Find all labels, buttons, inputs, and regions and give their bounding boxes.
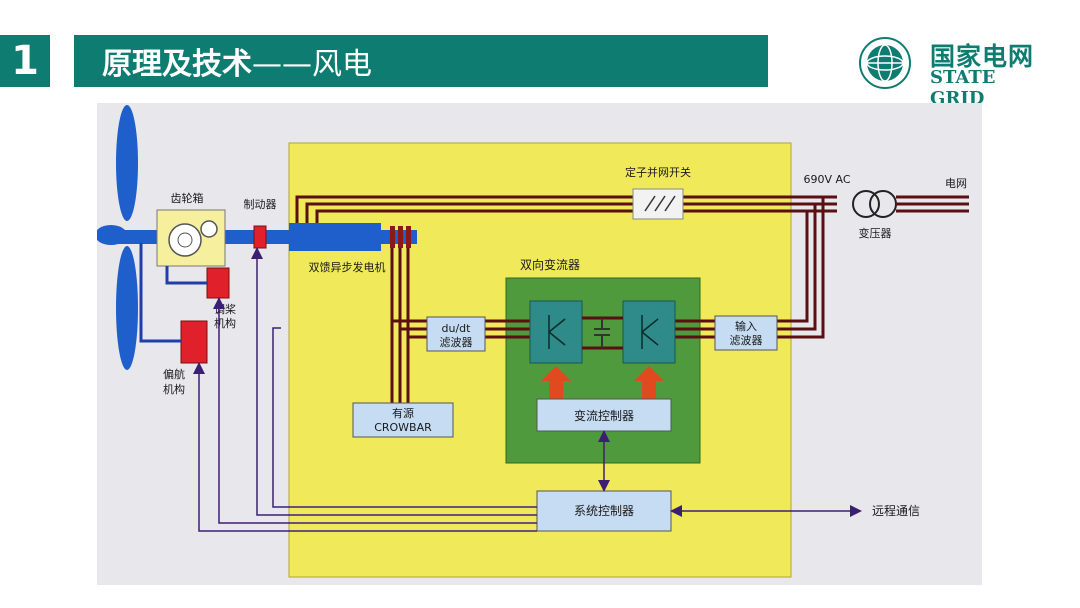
yaw-label-1: 偏航	[163, 367, 185, 381]
transformer-primary	[852, 190, 880, 218]
transformer-label: 变压器	[859, 226, 892, 240]
signal-lines	[193, 247, 862, 532]
yaw-actuator	[180, 320, 208, 364]
brake-block	[253, 225, 267, 249]
crowbar-label-1: 有源	[392, 406, 414, 420]
system-controller-label: 系统控制器	[574, 504, 634, 518]
converter-power-lines	[485, 197, 825, 339]
capacitor-icon	[594, 318, 610, 348]
transistor-icons	[548, 315, 659, 349]
dudt-filter-box	[426, 316, 486, 352]
yaw-label-2: 机构	[163, 382, 185, 396]
pitch-label-1: 调桨	[214, 302, 236, 316]
crowbar-box	[352, 402, 454, 438]
control-arrow-left	[541, 366, 571, 399]
gearbox-label: 齿轮箱	[171, 191, 204, 205]
converter-controller-label: 变流控制器	[574, 408, 634, 423]
igbt-rectifier	[529, 300, 583, 364]
dudt-label-2: 滤波器	[440, 336, 473, 349]
title-bar: 原理及技术 ——风电	[74, 35, 768, 87]
voltage-label: 690V AC	[803, 173, 850, 186]
pitch-actuator	[206, 267, 230, 299]
input-filter-label-1: 输入	[735, 319, 757, 333]
control-arrow-right	[634, 366, 664, 399]
rotor-power-lines	[390, 248, 427, 403]
title-main: 原理及技术	[102, 47, 252, 82]
section-number-box: 1	[0, 35, 50, 87]
dudt-label-1: du/dt	[442, 322, 472, 335]
grid-lines	[896, 195, 969, 213]
stator-switch-label: 定子并网开关	[625, 165, 691, 179]
stator-switch-box	[632, 188, 684, 220]
state-grid-logo: 国家电网 STATE GRID	[855, 35, 1055, 109]
gear-icon	[168, 223, 202, 257]
igbt-inverter	[622, 300, 676, 364]
logo-text-cn: 国家电网	[930, 42, 1035, 71]
generator-body	[289, 223, 381, 251]
crowbar-label-2: CROWBAR	[374, 421, 432, 434]
actuator-links	[139, 243, 207, 343]
globe-icon	[859, 37, 911, 89]
remote-comm-label: 远程通信	[872, 503, 920, 518]
section-number: 1	[11, 38, 39, 84]
wind-turbine-diagram: 齿轮箱 制动器 双馈异步发电机 调桨 机构 偏航 机构 定子并网开关 690V …	[97, 103, 982, 585]
input-filter-box	[714, 315, 778, 351]
title-sub: ——风电	[252, 47, 372, 82]
brake-label: 制动器	[244, 198, 277, 211]
converter-label: 双向变流器	[520, 257, 580, 272]
input-filter-label-2: 滤波器	[730, 334, 763, 347]
generator-label: 双馈异步发电机	[309, 260, 386, 274]
converter-controller-box	[536, 398, 672, 432]
grid-label: 电网	[945, 177, 967, 190]
pitch-label-2: 机构	[214, 316, 236, 330]
slip-rings	[390, 226, 411, 248]
switch-icon	[644, 195, 676, 212]
